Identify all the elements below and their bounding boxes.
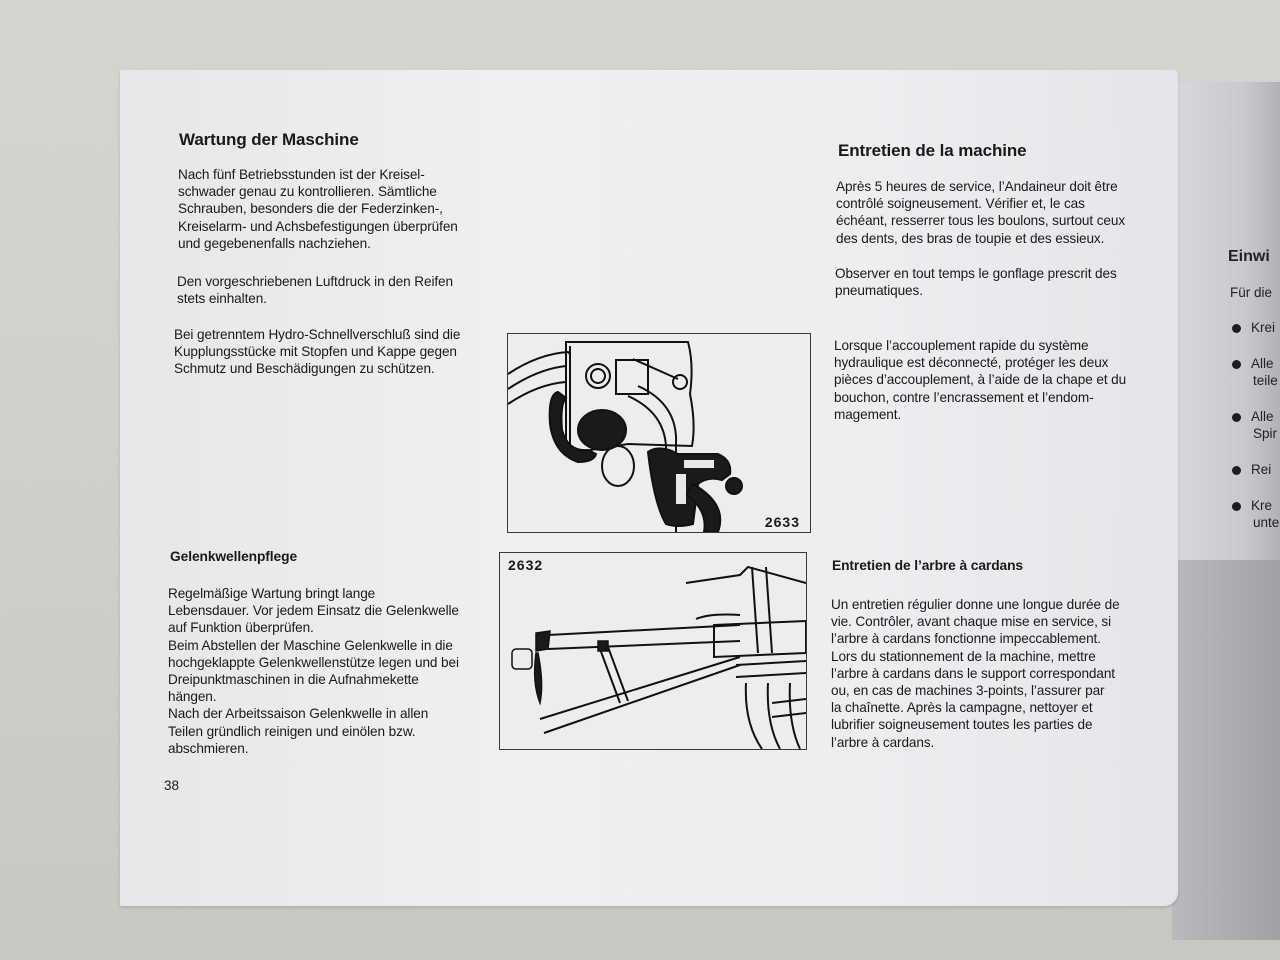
text-line: l’arbre à cardans dans le support corres…	[831, 665, 1115, 681]
text-line: la chaînette. Après la campagne, nettoye…	[831, 700, 1093, 716]
text-line: Dreipunktmaschinen in die Aufnahmekette	[168, 672, 419, 688]
bullet-icon	[1232, 501, 1241, 511]
text-line: Regelmäßige Wartung bringt lange	[168, 586, 376, 601]
pto-shaft-illustration	[511, 565, 807, 750]
text-line: hängen.	[168, 689, 217, 705]
text-line: Lors du stationnement de la machine, met…	[831, 648, 1096, 664]
text-line: contrôlé soigneusement. Vérifier et, le …	[836, 196, 1085, 212]
text-line: magement.	[834, 406, 902, 422]
text-line: Schmutz und Beschädigungen zu schützen.	[174, 361, 435, 377]
paragraph-de-pto: Regelmäßige Wartung bringt lange Lebensd…	[168, 585, 459, 757]
text-line: des dents, des bras de toupie et des ess…	[836, 230, 1105, 246]
text-line: und gegebenenfalls nachziehen.	[178, 235, 371, 251]
text-line: l’arbre à cardans fonctionne impeccablem…	[831, 631, 1101, 647]
bullet-text: Krei	[1251, 320, 1276, 335]
text-line: Un entretien régulier donne une longue d…	[831, 597, 1120, 612]
next-page-bullet: Alle teile	[1232, 355, 1280, 389]
text-line: Nach fünf Betriebsstunden ist der Kreise…	[178, 167, 425, 182]
next-page-bullet: Alle Spir	[1232, 408, 1280, 442]
paragraph-fr-2: Observer en tout temps le gonflage presc…	[835, 265, 1117, 299]
bullet-text: teile	[1253, 373, 1278, 388]
figure-hydraulic-coupling: 2633	[507, 333, 811, 533]
figure-pto-shaft: 2632	[499, 552, 807, 750]
bullet-text: unte	[1253, 515, 1280, 530]
figure-number: 2633	[764, 514, 800, 530]
hydraulic-coupling-illustration	[507, 341, 743, 533]
next-page-title: Einwi	[1228, 248, 1280, 265]
next-page-intro-text: Für die	[1230, 285, 1273, 300]
bullet-icon	[1232, 412, 1241, 422]
bullet-text: Alle	[1251, 409, 1274, 424]
text-line: échéant, resserrer tous les boulons, sur…	[836, 213, 1126, 229]
text-line: Kreiselarm- und Achsbefestigungen überpr…	[178, 218, 458, 234]
text-line: hydraulique est déconnecté, protéger les…	[834, 355, 1109, 371]
text-line: stets einhalten.	[177, 291, 267, 307]
text-line: Kupplungsstücke mit Stopfen und Kappe ge…	[174, 344, 457, 360]
text-line: Teilen gründlich reinigen und einölen bz…	[168, 723, 416, 739]
bullet-text: Kre	[1251, 498, 1273, 513]
bullet-text: Alle	[1251, 356, 1274, 371]
text-line: Den vorgeschriebenen Luftdruck in den Re…	[177, 274, 453, 289]
next-page-shadow	[1172, 560, 1280, 940]
paragraph-de-2: Den vorgeschriebenen Luftdruck in den Re…	[177, 273, 453, 307]
text-line: auf Funktion überprüfen.	[168, 620, 314, 636]
text-line: Nach der Arbeitssaison Gelenkwelle in al…	[168, 706, 429, 722]
section-title-fr: Entretien de la machine	[838, 141, 1027, 160]
paragraph-de-1: Nach fünf Betriebsstunden ist der Kreise…	[178, 166, 458, 252]
text-line: bouchon, contre l’encrassement et l’endo…	[834, 389, 1094, 405]
subsection-title-fr: Entretien de l’arbre à cardans	[832, 558, 1023, 573]
next-page-bullet: Krei	[1232, 319, 1280, 336]
text-line: pièces d’accouplement, à l’aide de la ch…	[834, 372, 1127, 388]
text-line: hochgeklappte Gelenkwellenstütze legen u…	[168, 654, 459, 670]
text-line: schwader genau zu kontrollieren. Sämtlic…	[178, 184, 437, 200]
bullet-icon	[1232, 323, 1241, 333]
text-line: pneumatiques.	[835, 283, 923, 299]
text-line: Après 5 heures de service, l’Andaineur d…	[836, 179, 1118, 194]
next-page-bullet: Rei	[1232, 461, 1280, 478]
bullet-text: Rei	[1251, 462, 1272, 477]
next-page-title-text: Einwi	[1228, 248, 1270, 265]
text-line: Lorsque l’accouplement rapide du système	[834, 338, 1089, 353]
page-number: 38	[164, 778, 180, 793]
paragraph-fr-pto: Un entretien régulier donne une longue d…	[831, 596, 1120, 751]
next-page-bullet: Kre unte	[1232, 497, 1280, 531]
paragraph-de-3: Bei getrenntem Hydro-Schnellverschluß si…	[174, 326, 460, 378]
next-page-intro: Für die	[1230, 284, 1280, 301]
paragraph-fr-1: Après 5 heures de service, l’Andaineur d…	[836, 178, 1125, 247]
text-line: Beim Abstellen der Maschine Gelenkwelle …	[168, 637, 453, 653]
paragraph-fr-3: Lorsque l’accouplement rapide du système…	[834, 337, 1126, 423]
text-line: Bei getrenntem Hydro-Schnellverschluß si…	[174, 327, 461, 342]
bullet-icon	[1232, 465, 1241, 475]
section-title-de: Wartung der Maschine	[179, 130, 359, 149]
bullet-text: Spir	[1253, 426, 1278, 441]
text-line: ou, en cas de machines 3-points, l’assur…	[831, 683, 1105, 699]
bullet-icon	[1232, 359, 1241, 369]
text-line: Lebensdauer. Vor jedem Einsatz die Gelen…	[168, 603, 459, 619]
text-line: Observer en tout temps le gonflage presc…	[835, 266, 1117, 281]
text-line: lubrifier soigneusement toutes les parti…	[831, 717, 1093, 733]
text-line: vie. Contrôler, avant chaque mise en ser…	[831, 614, 1112, 630]
subsection-title-de: Gelenkwellenpflege	[170, 549, 298, 564]
text-line: abschmieren.	[168, 740, 249, 756]
text-line: l’arbre à cardans.	[831, 734, 935, 750]
figure-number: 2632	[508, 557, 544, 573]
text-line: Schrauben, besonders die der Federzinken…	[178, 201, 443, 217]
